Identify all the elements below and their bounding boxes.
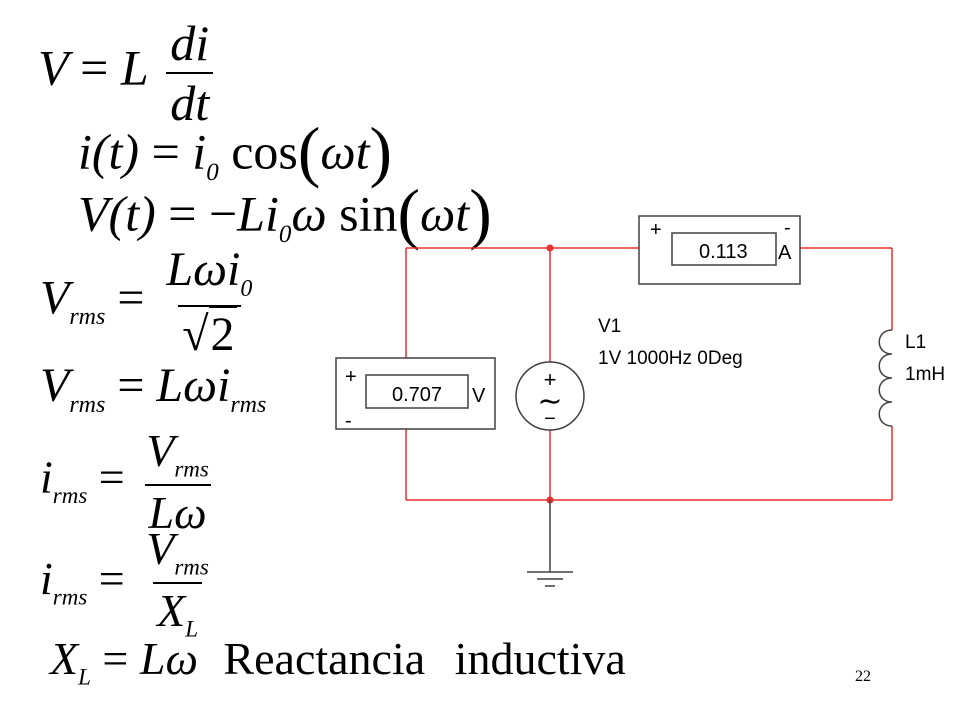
eq4-numerator-sub: 0 <box>240 275 253 302</box>
source-params: 1V 1000Hz 0Deg <box>598 348 743 369</box>
voltmeter-reading: 0.707 <box>392 384 442 406</box>
eq1-denominator: dt <box>166 72 214 128</box>
eq4-equals: = <box>117 271 145 325</box>
eq2-arg: ωt <box>320 123 370 180</box>
eq3-lhs: V(t) <box>78 185 156 242</box>
eq1-lhs: V <box>38 39 68 96</box>
eq7-fraction: Vrms XL <box>142 526 213 641</box>
source-wave: ∼ <box>537 385 562 418</box>
eq5-equals: = <box>117 359 145 412</box>
equation-voltage-time: V(t) = −Li0ω sin(ωt) <box>78 176 492 251</box>
eq3-coef: Li <box>237 185 279 242</box>
equation-current: i(t) = i0 cos(ωt) <box>78 114 393 189</box>
ammeter: + - 0.113 A <box>638 215 801 285</box>
eq2-lhs: i(t) <box>78 123 140 180</box>
eq8-word-reactancia: Reactancia <box>223 633 426 684</box>
equation-irms-lomega: irms = Vrms Lω <box>40 428 219 536</box>
eq8-rhs: Lω <box>139 633 198 684</box>
eq8-lhs-sub: L <box>78 664 91 690</box>
eq3-omega: ω <box>291 185 327 242</box>
eq4-fraction: Lωi0 √2 <box>162 243 256 361</box>
eq7-denominator: X <box>157 585 186 637</box>
eq7-equals: = <box>98 552 125 604</box>
eq2-equals: = <box>151 123 180 180</box>
eq1-fraction: di dt <box>166 15 214 128</box>
eq3-neg: − <box>208 185 238 242</box>
eq6-equals: = <box>98 451 125 503</box>
eq1-numerator: di <box>170 15 210 71</box>
source-plus: + <box>544 367 557 392</box>
voltmeter: + - 0.707 V <box>335 357 496 432</box>
eq6-lhs: i <box>40 451 53 503</box>
page-number: 22 <box>855 668 871 685</box>
equation-irms-reactance: irms = Vrms XL <box>40 526 219 641</box>
voltmeter-unit: V <box>472 385 486 407</box>
node-top <box>546 244 554 252</box>
eq6-lhs-sub: rms <box>52 483 88 509</box>
eq4-lhs-sub: rms <box>69 304 106 331</box>
eq8-equals: = <box>102 633 129 684</box>
eq3-fn: sin <box>339 185 398 242</box>
eq7-denominator-sub: L <box>185 616 199 642</box>
source-minus: − <box>544 408 556 430</box>
voltmeter-minus: - <box>345 410 352 432</box>
ammeter-minus: - <box>784 217 791 239</box>
eq7-lhs: i <box>40 552 53 604</box>
inductor-name: L1 <box>905 332 926 353</box>
eq1-l: L <box>120 39 148 96</box>
eq2-coef: i <box>192 123 207 180</box>
equation-vrms-peak: Vrms = Lωi0 √2 <box>40 243 262 361</box>
circuit-wires <box>405 247 893 501</box>
ac-source-icon <box>515 361 585 431</box>
eq6-fraction: Vrms Lω <box>142 428 213 536</box>
voltmeter-plus: + <box>345 366 357 388</box>
eq2-coef-sub: 0 <box>206 158 219 186</box>
eq5-lhs: V <box>40 359 70 412</box>
eq5-rhs: Lωi <box>156 359 231 412</box>
equation-inductor-voltage: V = L di dt <box>38 18 219 128</box>
eq4-numerator: Lωi <box>166 243 241 296</box>
eq6-denominator: Lω <box>144 484 211 536</box>
eq1-equals: = <box>80 39 109 96</box>
ammeter-plus: + <box>650 219 662 241</box>
eq5-lhs-sub: rms <box>69 391 106 418</box>
inductor-value: 1mH <box>905 364 945 385</box>
eq3-coef-sub: 0 <box>278 220 292 248</box>
eq5-rhs-sub: rms <box>230 391 267 418</box>
ground-icon <box>527 500 573 587</box>
eq7-numerator-sub: rms <box>174 554 209 580</box>
eq2-fn: cos <box>231 123 298 180</box>
eq3-arg: ωt <box>420 185 470 242</box>
ac-source: + ∼ − <box>515 361 585 431</box>
source-name: V1 <box>598 316 621 337</box>
ammeter-reading: 0.113 <box>699 241 748 263</box>
eq7-lhs-sub: rms <box>52 584 88 610</box>
eq4-root-value: 2 <box>208 305 237 361</box>
eq8-word-inductiva: inductiva <box>454 633 626 684</box>
eq3-equals: = <box>168 185 197 242</box>
ammeter-unit: A <box>778 242 792 264</box>
inductor-coil-icon <box>878 329 893 427</box>
eq4-root-sign: √ <box>182 307 209 361</box>
equation-inductive-reactance: XL = Lω Reactancia inductiva <box>50 633 626 690</box>
eq8-lhs: X <box>50 633 79 684</box>
equation-vrms-irms: Vrms = Lωirms <box>40 362 266 417</box>
eq6-numerator: V <box>146 425 175 476</box>
eq6-numerator-sub: rms <box>174 456 209 482</box>
eq4-lhs: V <box>40 271 70 325</box>
eq7-numerator: V <box>146 523 175 574</box>
